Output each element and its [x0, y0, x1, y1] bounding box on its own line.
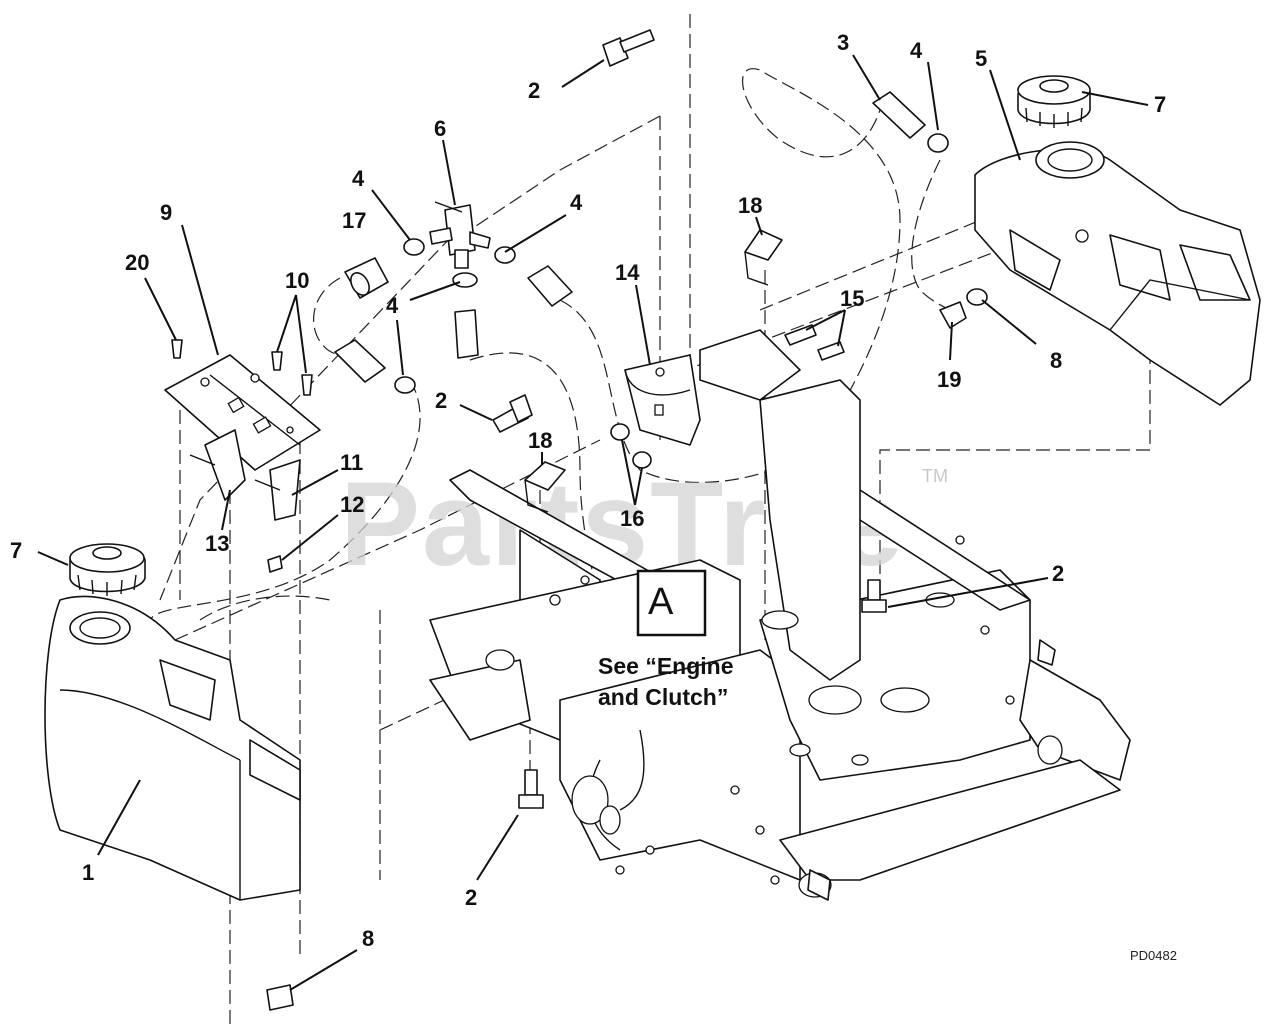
hose-right — [527, 265, 573, 307]
callout-2-bottom: 2 — [465, 885, 477, 910]
callout-4-mid: 4 — [570, 190, 583, 215]
fuel-cap-right — [1017, 75, 1091, 128]
callout-7-left: 7 — [10, 538, 22, 563]
callout-6: 6 — [434, 116, 446, 141]
fuel-cap-left — [69, 543, 146, 596]
hose-17 — [344, 257, 389, 299]
clip-18-mid — [524, 461, 566, 513]
callout-2-right: 2 — [1052, 561, 1064, 586]
callout-1: 1 — [82, 860, 94, 885]
hose-vertical — [454, 309, 479, 359]
bracket-14 — [624, 354, 701, 446]
fuel-line-3 — [872, 91, 926, 139]
callout-19: 19 — [937, 367, 961, 392]
callout-5: 5 — [975, 46, 987, 71]
reference-box: A — [636, 569, 707, 637]
mower-frame — [429, 329, 1131, 898]
callout-9: 9 — [160, 200, 172, 225]
callout-15: 15 — [840, 286, 864, 311]
valve-plate — [164, 354, 321, 521]
callout-4-left: 4 — [352, 166, 365, 191]
fuel-tank-left — [44, 595, 301, 901]
callout-17: 17 — [342, 208, 366, 233]
callout-10: 10 — [285, 268, 309, 293]
callout-11: 11 — [340, 450, 363, 475]
fuel-tank-right — [974, 141, 1261, 406]
callout-4-top: 4 — [910, 38, 923, 63]
leader-lines — [37, 54, 1149, 991]
cross-reference-note: See “Engine and Clutch” — [598, 653, 733, 710]
clamps — [394, 133, 949, 394]
callout-18-mid: 18 — [528, 428, 552, 453]
note-line-2: and Clutch” — [598, 684, 728, 710]
callout-13: 13 — [205, 531, 229, 556]
drawing-code: PD0482 — [1130, 948, 1177, 963]
callout-2-mid: 2 — [435, 388, 447, 413]
callout-14: 14 — [615, 260, 640, 285]
callout-7-right: 7 — [1154, 92, 1166, 117]
callout-8-bottom: 8 — [362, 926, 374, 951]
callout-12: 12 — [340, 492, 364, 517]
callout-8-right: 8 — [1050, 348, 1062, 373]
fasteners — [171, 29, 1056, 1011]
callout-2-top: 2 — [528, 78, 540, 103]
callout-4-low: 4 — [386, 293, 399, 318]
reference-box-label: A — [648, 581, 674, 623]
fuel-valve — [429, 201, 491, 269]
hose-lower-left — [334, 339, 386, 383]
note-line-1: See “Engine — [598, 653, 733, 679]
watermark-trademark: TM — [922, 466, 948, 486]
callout-20: 20 — [125, 250, 149, 275]
clip-18-top — [744, 229, 783, 286]
callouts: 2 3 4 5 7 6 4 4 18 9 17 20 10 14 15 4 19… — [10, 30, 1166, 951]
callout-18-top: 18 — [738, 193, 762, 218]
callout-3: 3 — [837, 30, 849, 55]
callout-16: 16 — [620, 506, 644, 531]
